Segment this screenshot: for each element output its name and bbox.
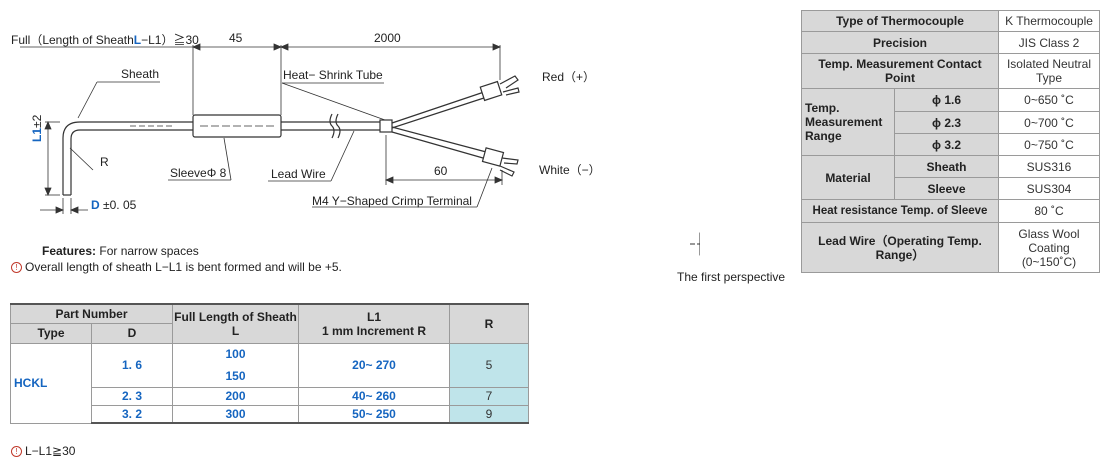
spec-row-lead-wire: Lead Wire（Operating Temp. Range） Glass W… bbox=[801, 222, 1100, 273]
spec-heat-resistance-header: Heat resistance Temp. of Sleeve bbox=[801, 199, 999, 223]
spec-range-value: 0~700 ˚C bbox=[998, 111, 1100, 134]
first-perspective-label: The first perspective bbox=[677, 270, 786, 284]
parts-footnote: !L−L1≧30 bbox=[11, 444, 75, 458]
first-perspective-symbol bbox=[690, 232, 700, 256]
spec-sheath-value: SUS316 bbox=[998, 155, 1100, 178]
red-terminal bbox=[479, 75, 520, 102]
dim-45-label: 45 bbox=[229, 31, 243, 45]
red-wire-label: Red（+） bbox=[542, 70, 596, 84]
dim-60-label: 60 bbox=[434, 164, 448, 178]
spec-type-header: Type of Thermocouple bbox=[801, 10, 999, 32]
spec-range-header: Temp. Measurement Range bbox=[801, 88, 895, 156]
spec-sleeve-header: Sleeve bbox=[894, 177, 999, 200]
spec-table: Type of Thermocouple K Thermocouple Prec… bbox=[801, 10, 1100, 273]
crimp-terminal-label: M4 Y−Shaped Crimp Terminal bbox=[312, 194, 472, 208]
thermocouple-drawing bbox=[20, 43, 700, 256]
white-wire-label: White（−） bbox=[539, 163, 601, 177]
caution-icon: ! bbox=[11, 446, 22, 457]
spec-row-range-2: ϕ 2.3 0~700 ˚C bbox=[802, 111, 1100, 134]
spec-row-contact: Temp. Measurement Contact Point Isolated… bbox=[801, 53, 1100, 89]
spec-lead-wire-value: Glass Wool Coating (0~150˚C) bbox=[998, 222, 1100, 273]
part-number-header: Part Number bbox=[10, 303, 173, 324]
r-cell: 9 bbox=[449, 404, 529, 424]
length-cell: 150 bbox=[172, 365, 299, 388]
l1-cell: 40~ 260 bbox=[298, 386, 450, 406]
d-header: D bbox=[91, 322, 173, 344]
length-cell: 100 bbox=[172, 342, 299, 365]
heat-shrink-tube-label: Heat− Shrink Tube bbox=[283, 68, 383, 82]
spec-range-diameter: ϕ 1.6 bbox=[894, 88, 999, 112]
l1-cell: 50~ 250 bbox=[298, 404, 450, 424]
spec-type-value: K Thermocouple bbox=[998, 10, 1100, 32]
spec-range-diameter: ϕ 2.3 bbox=[894, 111, 999, 134]
l1-cell: 20~ 270 bbox=[298, 342, 450, 388]
sheath-probe bbox=[62, 121, 195, 196]
lead-wire-label: Lead Wire bbox=[271, 167, 326, 181]
d-tolerance-label: D ±0. 05 bbox=[91, 198, 137, 212]
radius-label: R bbox=[100, 155, 109, 169]
sheath-label: Sheath bbox=[121, 67, 160, 81]
l1-dimension-label: L1±2 bbox=[30, 114, 44, 142]
length-cell: 300 bbox=[172, 404, 299, 424]
spec-range-diameter: ϕ 3.2 bbox=[894, 133, 999, 156]
spec-range-value: 0~750 ˚C bbox=[998, 133, 1100, 156]
caution-icon: ! bbox=[11, 262, 22, 273]
d-cell: 1. 6 bbox=[91, 342, 173, 388]
d-cell: 3. 2 bbox=[91, 404, 173, 424]
spec-row-range-3: ϕ 3.2 0~750 ˚C bbox=[802, 133, 1100, 156]
r-cell: 7 bbox=[449, 386, 529, 406]
table-row: 3. 2 300 50~ 250 9 bbox=[11, 404, 529, 424]
spec-row-heat-resistance: Heat resistance Temp. of Sleeve 80 ˚C bbox=[801, 199, 1100, 223]
type-cell: HCKL bbox=[10, 342, 92, 424]
full-length-label: Full（Length of SheathL−L1）≧30 bbox=[11, 33, 199, 47]
full-length-header: Full Length of Sheath L bbox=[172, 303, 299, 344]
dimension-lines bbox=[20, 43, 504, 214]
spec-heat-resistance-value: 80 ˚C bbox=[998, 199, 1100, 223]
sleeve-label: SleeveΦ 8 bbox=[170, 166, 227, 180]
spec-row-sheath: Material Sheath SUS316 bbox=[801, 155, 1100, 200]
spec-precision-value: JIS Class 2 bbox=[998, 31, 1100, 54]
lead-wire bbox=[281, 89, 491, 161]
table-row: 2. 3 200 40~ 260 7 bbox=[11, 386, 529, 406]
sleeve-body bbox=[192, 114, 282, 138]
features-note: !Overall length of sheath L−L1 is bent f… bbox=[11, 260, 342, 274]
white-terminal bbox=[481, 147, 519, 177]
spec-range-value: 0~650 ˚C bbox=[998, 88, 1100, 112]
spec-row-sleeve: Sleeve SUS304 bbox=[802, 177, 1100, 200]
table-row: HCKL 1. 6 100 20~ 270 5 bbox=[10, 342, 529, 424]
spec-sheath-header: Sheath bbox=[894, 155, 999, 178]
spec-precision-header: Precision bbox=[801, 31, 999, 54]
leader-lines bbox=[69, 81, 493, 208]
length-cell: 200 bbox=[172, 386, 299, 406]
dim-2000-label: 2000 bbox=[374, 31, 401, 45]
spec-sleeve-value: SUS304 bbox=[998, 177, 1100, 200]
spec-row-precision: Precision JIS Class 2 bbox=[801, 31, 1100, 54]
spec-contact-value: Isolated Neutral Type bbox=[998, 53, 1100, 89]
r-header: R bbox=[449, 303, 529, 344]
spec-material-header: Material bbox=[801, 155, 895, 200]
r-cell: 5 bbox=[449, 342, 529, 388]
d-cell: 2. 3 bbox=[91, 386, 173, 406]
spec-row-range-1: Temp. Measurement Range ϕ 1.6 0~650 ˚C bbox=[801, 88, 1100, 156]
spec-lead-wire-header: Lead Wire（Operating Temp. Range） bbox=[801, 222, 999, 273]
features-line: Features: For narrow spaces bbox=[42, 244, 199, 258]
type-header: Type bbox=[10, 322, 92, 344]
spec-row-type: Type of Thermocouple K Thermocouple bbox=[801, 10, 1100, 32]
spec-contact-header: Temp. Measurement Contact Point bbox=[801, 53, 999, 89]
